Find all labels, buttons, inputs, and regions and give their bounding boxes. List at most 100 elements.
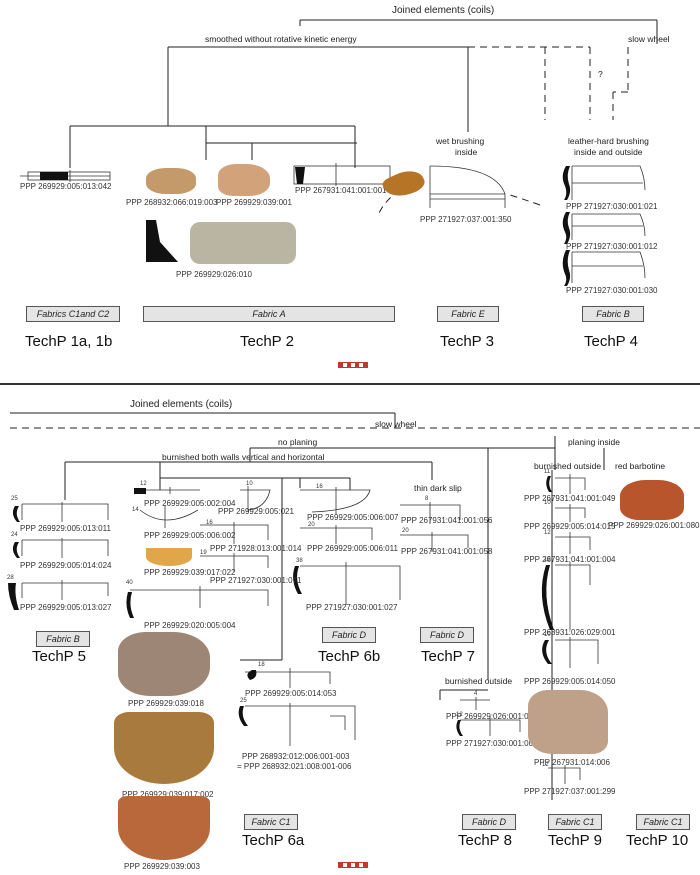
fabric-label: Fabric A [143, 306, 395, 322]
vessel-photo [114, 712, 214, 784]
sample-code: PPP 269929:039:018 [128, 699, 204, 708]
drawing-number: 24 [11, 532, 18, 538]
drawing-number: 40 [126, 580, 133, 586]
drawing-number: 25 [11, 496, 18, 502]
root-label-top: Joined elements (coils) [392, 5, 495, 16]
drawing-number: 12 [542, 762, 549, 768]
drawing-number: 38 [296, 558, 303, 564]
sample-code: PPP 268932:066:019:003 [126, 198, 218, 207]
drawing-number: 19 [200, 550, 207, 556]
fabric-label: Fabric C1 [244, 814, 298, 830]
fabric-label: Fabric C1 [548, 814, 602, 830]
drawing-number: 16 [316, 484, 323, 490]
sample-code: PPP 269929:039:001 [216, 198, 292, 207]
sample-code: PPP 269929:005:006:007 [307, 513, 399, 522]
sample-code: PPP 271927:030:001:012 [566, 242, 658, 251]
burnished-both-label: burnished both walls vertical and horizo… [162, 452, 325, 462]
drawing-number: 10 [544, 500, 551, 506]
sample-code: PPP 269929:039:003 [124, 862, 200, 871]
sample-code: PPP 271927:030:001:001 [446, 739, 538, 748]
sample-code: PPP 269929:005:014:024 [20, 561, 112, 570]
sample-code: PPP 269929:039:017:022 [144, 568, 236, 577]
drawing-number: 10 [246, 481, 253, 487]
sample-code: PPP 269929:026:001:080 [608, 521, 700, 530]
sample-code: PPP 267931:014:006 [534, 758, 610, 767]
fabric-label: Fabric D [462, 814, 516, 830]
red-barbotine-label: red barbotine [615, 461, 666, 471]
drawing-number: 20 [308, 522, 315, 528]
sample-code: PPP 267931:041:001:056 [401, 516, 493, 525]
fabric-label: Fabric D [420, 627, 474, 643]
wet-brushing-inside-label: inside [455, 147, 478, 157]
fabric-label: Fabrics C1and C2 [26, 306, 120, 322]
techp-label: TechP 6a [242, 832, 305, 849]
sherd-photo [218, 164, 270, 196]
wet-brushing-label: wet brushing [436, 136, 485, 146]
leather-hard-label: leather-hard brushing [568, 136, 649, 146]
sample-code: PPP 269929:020:005:004 [144, 621, 236, 630]
vessel-photo [146, 548, 192, 566]
drawing-number: 11 [544, 469, 551, 475]
sample-code: PPP 269929:039:017:002 [122, 790, 214, 799]
sample-code: PPP 268931:026:029:001 [524, 628, 616, 637]
techp-label: TechP 8 [458, 832, 512, 849]
slow-wheel-label: slow wheel [375, 419, 417, 429]
scale-bar [338, 862, 368, 868]
vessel-photo [620, 480, 684, 520]
scale-bar [338, 362, 368, 368]
branch-smoothed-label: smoothed without rotative kinetic energy [205, 34, 357, 44]
techp-label: TechP 6b [318, 648, 381, 665]
sherd-photo [146, 168, 196, 194]
sample-code: PPP 269929:005:014:015 [524, 522, 616, 531]
drawing-number: 4 [474, 691, 478, 697]
uncertain-mark: ? [598, 69, 603, 79]
fabric-label: Fabric B [36, 631, 90, 647]
techp-label: TechP 5 [32, 648, 86, 665]
sample-code: PPP 269929:005:014:050 [524, 677, 616, 686]
planing-inside-label: planing inside [568, 437, 620, 447]
drawing-number: 8 [425, 496, 429, 502]
drawing-number: 12 [140, 481, 147, 487]
drawing-number: 16 [206, 520, 213, 526]
techp-label: TechP 7 [421, 648, 475, 665]
fabric-label: Fabric C1 [636, 814, 690, 830]
drawing-number: 12 [456, 712, 463, 718]
drawing-number: 14 [132, 507, 139, 513]
sample-code: PPP 267931:041:001:004 [524, 555, 616, 564]
vessel-photo [118, 632, 210, 696]
vessel-photo [528, 690, 608, 754]
drawing-number: 20 [402, 528, 409, 534]
vessel-photo [118, 796, 210, 860]
sample-code: PPP 271928:013:001:014 [210, 544, 302, 553]
no-planing-label: no planing [278, 437, 318, 447]
thin-dark-slip-label: thin dark slip [414, 483, 462, 493]
techp-label: TechP 9 [548, 832, 602, 849]
fabric-label: Fabric B [582, 306, 644, 322]
fabric-label: Fabric E [437, 306, 499, 322]
drawing-number: 12 [544, 557, 551, 563]
techp-label: TechP 10 [626, 832, 689, 849]
leather-hard-sides-label: inside and outside [574, 147, 643, 157]
sample-code: PPP 269929:005:006:011 [307, 544, 398, 553]
drawing-number: 18 [258, 662, 265, 668]
sample-code: PPP 267931:041:001:058 [401, 547, 493, 556]
sample-code: PPP 271927:030:001:030 [566, 286, 658, 295]
sample-code: PPP 269929:005:021 [218, 507, 294, 516]
branch-slow-wheel-label: slow wheel [628, 34, 670, 44]
techp-label: TechP 1a, 1b [25, 333, 113, 350]
sample-code: PPP 271927:030:001:021 [566, 202, 658, 211]
burnished-outside-label: burnished outside [445, 676, 513, 686]
drawing-number: 12 [544, 530, 551, 536]
techp-label: TechP 4 [584, 333, 638, 350]
sample-code: PPP 271927:037:001:350 [420, 215, 512, 224]
drawing-number: 25 [240, 698, 247, 704]
sample-code: PPP 268932:012:006:001-003 [242, 752, 350, 761]
sample-code: = PPP 268932:021:008:001-006 [237, 762, 352, 771]
sample-code: PPP 267931:041:001:001 [295, 186, 387, 195]
techp-label: TechP 3 [440, 333, 494, 350]
fabric-label: Fabric D [322, 627, 376, 643]
sample-code: PPP 271927:030:001:027 [306, 603, 398, 612]
sample-code: PPP 269929:005:002:004 [144, 499, 236, 508]
